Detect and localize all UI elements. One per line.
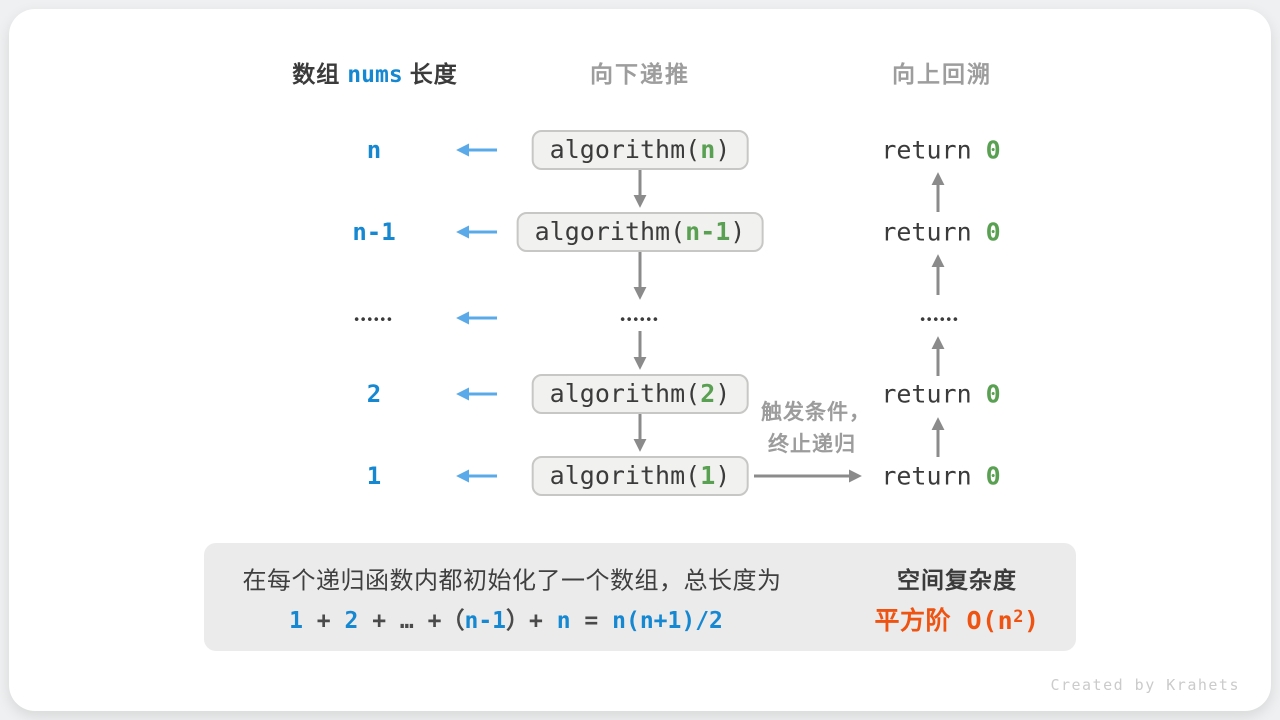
summary-box [204, 543, 1076, 651]
formula-op: + [413, 608, 442, 634]
formula-result: n(n+1)/2 [612, 608, 723, 634]
header-upward: 向上回溯 [892, 61, 992, 87]
call-prefix: algorithm( [534, 217, 686, 246]
return-keyword: return [881, 461, 972, 491]
formula-term: 2 [344, 608, 359, 634]
call-param: 2 [700, 379, 716, 408]
call-suffix: ) [715, 461, 731, 490]
call-box-n-1: algorithm(n-1) [516, 212, 764, 252]
formula-op: = [570, 608, 613, 634]
return-label-row2: return 0 [881, 218, 1000, 247]
formula-op: + [302, 608, 345, 634]
formula-term: 1 [289, 608, 303, 634]
trigger-note-line2: 终止递归 [768, 433, 856, 456]
summary-text: 在每个递归函数内都初始化了一个数组，总长度为 [242, 567, 782, 595]
formula-paren: （ [441, 608, 465, 634]
call-suffix: ) [715, 379, 731, 408]
call-ellipsis: •••••• [620, 311, 660, 327]
formula-ellipsis: … [399, 608, 414, 634]
return-keyword: return [881, 135, 972, 165]
header-array-suffix: 长度 [409, 61, 458, 87]
call-suffix: ) [730, 217, 746, 246]
call-param: n [700, 135, 716, 164]
header-array-code: nums [347, 62, 403, 88]
length-label-ellipsis: •••••• [354, 311, 394, 327]
complexity-prefix: 平方阶 O(n [874, 606, 1014, 635]
return-value: 0 [985, 217, 1001, 247]
length-label-n-1: n-1 [352, 218, 396, 246]
call-box-2: algorithm(2) [531, 374, 749, 414]
call-prefix: algorithm( [549, 461, 701, 490]
summary-formula: 1 + 2 + … +（n-1）+ n = n(n+1)/2 [289, 601, 723, 635]
call-box-1: algorithm(1) [531, 456, 749, 496]
formula-op: + [358, 608, 400, 634]
return-label-row4: return 0 [881, 380, 1000, 409]
watermark: Created by Krahets [1050, 676, 1240, 694]
formula-op: + [529, 608, 557, 634]
return-keyword: return [881, 379, 972, 409]
return-keyword: return [881, 217, 972, 247]
length-label-1: 1 [366, 462, 382, 490]
complexity-value: 平方阶 O(n2) [874, 601, 1039, 637]
header-array-prefix: 数组 [292, 61, 341, 87]
call-suffix: ) [715, 135, 731, 164]
length-label-n: n [366, 136, 382, 164]
trigger-note-line1: 触发条件， [761, 401, 871, 424]
return-value: 0 [985, 461, 1001, 491]
return-label-row5: return 0 [881, 462, 1000, 491]
call-param: 1 [700, 461, 716, 490]
return-value: 0 [985, 379, 1001, 409]
complexity-title: 空间复杂度 [897, 567, 1017, 593]
formula-term: n-1 [464, 608, 507, 634]
header-downward: 向下递推 [590, 61, 690, 87]
call-prefix: algorithm( [549, 135, 701, 164]
formula-term: n [556, 608, 571, 634]
call-prefix: algorithm( [549, 379, 701, 408]
length-label-2: 2 [366, 380, 382, 408]
call-box-n: algorithm(n) [531, 130, 749, 170]
complexity-suffix: ) [1023, 606, 1040, 635]
return-ellipsis: •••••• [920, 311, 960, 327]
return-value: 0 [985, 135, 1001, 165]
formula-paren: ） [506, 608, 530, 634]
complexity-exponent: 2 [1013, 607, 1024, 627]
return-label-row1: return 0 [881, 136, 1000, 165]
call-param: n-1 [685, 217, 731, 246]
